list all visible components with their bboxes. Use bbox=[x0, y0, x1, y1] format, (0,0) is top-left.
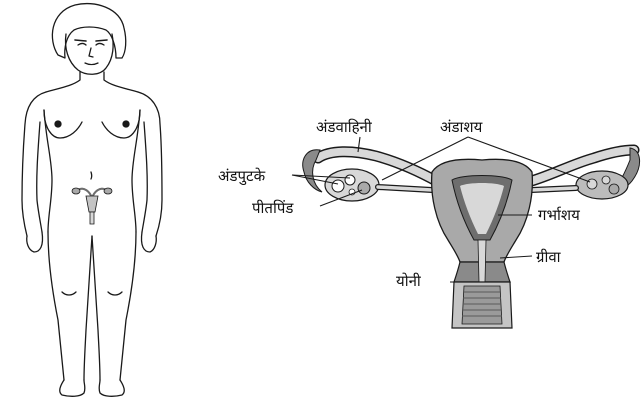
label-ovary: अंडाशय bbox=[440, 118, 483, 136]
label-vagina: योनी bbox=[396, 272, 422, 290]
figure-uterus-thumbnail bbox=[72, 188, 112, 224]
label-corpus-luteum: पीतपिंड bbox=[252, 199, 294, 217]
label-cervix: ग्रीवा bbox=[536, 248, 562, 266]
right-ovary bbox=[576, 171, 628, 199]
label-fallopian-tube: अंडवाहिनी bbox=[316, 118, 373, 136]
label-follicles: अंडपुटके bbox=[218, 167, 266, 186]
reproductive-system-diagram bbox=[303, 148, 640, 328]
label-uterus: गर्भाशय bbox=[538, 206, 580, 224]
